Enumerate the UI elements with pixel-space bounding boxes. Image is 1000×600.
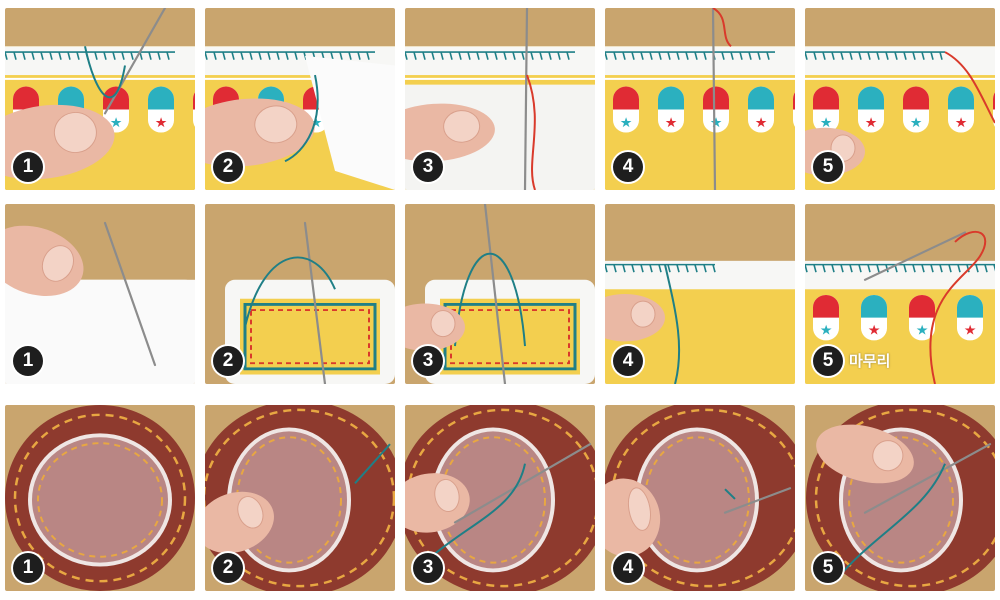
finger-icon: [5, 104, 115, 180]
finger-icon: [405, 303, 465, 351]
step-number-badge: 4: [613, 152, 643, 182]
svg-text:★: ★: [916, 323, 929, 338]
step-photo-2-2: 2: [205, 204, 395, 384]
finish-caption: 마무리: [849, 352, 891, 370]
svg-text:★: ★: [110, 115, 123, 130]
finger-icon: [605, 294, 665, 342]
step-photo-3-4: 4: [605, 405, 795, 591]
svg-text:★: ★: [665, 115, 678, 130]
needle-icon: [483, 204, 507, 384]
step-number-badge: 5: [813, 346, 843, 376]
needle-icon: [303, 221, 327, 384]
step-photo-3-5: 5: [805, 405, 995, 591]
svg-text:★: ★: [868, 323, 881, 338]
step-number-badge: 5: [813, 152, 843, 182]
step-photo-1-2: ★ ★ ★ ★ ★ 2: [205, 8, 395, 190]
step-number-badge: 4: [613, 346, 643, 376]
needle-icon: [723, 487, 792, 514]
step-photo-2-3: 3: [405, 204, 595, 384]
svg-text:★: ★: [755, 115, 768, 130]
svg-text:★: ★: [820, 115, 833, 130]
step-number-badge: 3: [413, 152, 443, 182]
step-number-badge: 1: [13, 553, 43, 583]
needle-icon: [711, 8, 717, 190]
step-photo-1-1: ★ ★ ★ ★ ★ 1: [5, 8, 195, 190]
finger-icon: [405, 473, 470, 533]
svg-text:★: ★: [710, 115, 723, 130]
step-number-badge: 4: [613, 553, 643, 583]
svg-text:★: ★: [820, 323, 833, 338]
step-number-badge: 2: [213, 553, 243, 583]
step-photo-3-3: 3: [405, 405, 595, 591]
step-number-badge: 3: [413, 346, 443, 376]
finger-icon: [816, 424, 914, 484]
step-photo-1-4: ★ ★ ★ ★ ★4: [605, 8, 795, 190]
svg-text:★: ★: [620, 115, 633, 130]
svg-text:★: ★: [964, 323, 977, 338]
step-number-badge: 2: [213, 346, 243, 376]
step-number-badge: 5: [813, 553, 843, 583]
step-photo-2-1: 1: [5, 204, 195, 384]
svg-text:★: ★: [955, 115, 968, 130]
step-photo-2-4: 4: [605, 204, 795, 384]
step-number-badge: 2: [213, 152, 243, 182]
step-number-badge: 1: [13, 346, 43, 376]
needle-icon: [523, 8, 529, 190]
step-photo-1-3: ★ ★ ★ ★ ★ 3: [405, 8, 595, 190]
finger-icon: [205, 491, 274, 554]
finger-icon: [405, 103, 495, 162]
step-photo-2-5: ★ ★ ★ ★ 5 마무리: [805, 204, 995, 384]
step-number-badge: 3: [413, 553, 443, 583]
finger-icon: [605, 478, 661, 557]
svg-text:★: ★: [865, 115, 878, 130]
needle-icon: [103, 221, 157, 367]
svg-text:★: ★: [155, 115, 168, 130]
step-photo-3-1: 1: [5, 405, 195, 591]
step-number-badge: 1: [13, 152, 43, 182]
needle-icon: [863, 231, 967, 281]
needle-icon: [863, 443, 992, 514]
svg-text:★: ★: [910, 115, 923, 130]
finger-icon: [205, 98, 315, 167]
finger-icon: [5, 225, 84, 296]
needle-icon: [453, 443, 592, 524]
step-photo-1-5: ★ ★ ★ ★ ★ 5: [805, 8, 995, 190]
step-photo-3-2: 2: [205, 405, 395, 591]
